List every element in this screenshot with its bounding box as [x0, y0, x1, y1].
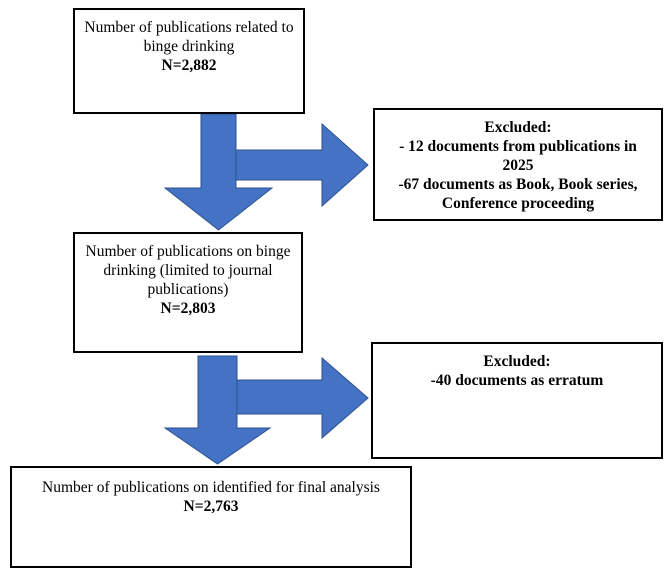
excluded-2-heading: Excluded:	[483, 353, 551, 370]
identified-count: N=2,882	[161, 57, 217, 74]
excluded-box-1: Excluded: - 12 documents from publicatio…	[373, 108, 663, 221]
journal-line-2: drinking (limited to journal	[103, 262, 273, 279]
excluded-1-line-3: -67 documents as Book, Book series,	[398, 176, 638, 193]
excluded-1-line-2: 2025	[502, 157, 534, 174]
down-arrow-2	[163, 355, 272, 465]
identified-line-1: Number of publications related to	[84, 19, 294, 36]
final-line-1: Number of publications on identified for…	[42, 479, 380, 496]
excluded-1-line-4: Conference proceeding	[441, 195, 595, 212]
journal-count: N=2,803	[160, 300, 216, 317]
excluded-1-heading: Excluded:	[484, 119, 552, 136]
down-arrow-1	[163, 113, 274, 231]
identified-publications-box: Number of publications related to binge …	[73, 8, 305, 114]
excluded-2-line-1: -40 documents as erratum	[430, 372, 604, 389]
final-count: N=2,763	[183, 498, 239, 515]
excluded-box-2: Excluded: -40 documents as erratum	[371, 342, 663, 459]
journal-line-1: Number of publications on binge	[85, 243, 291, 260]
identified-line-2: binge drinking	[143, 38, 235, 55]
journal-line-3: publications)	[147, 281, 229, 298]
right-arrow-2	[236, 356, 369, 440]
right-arrow-1	[235, 122, 369, 208]
journal-publications-box: Number of publications on binge drinking…	[73, 232, 303, 353]
excluded-1-line-1: - 12 documents from publications in	[399, 138, 637, 155]
final-analysis-box: Number of publications on identified for…	[10, 466, 412, 568]
